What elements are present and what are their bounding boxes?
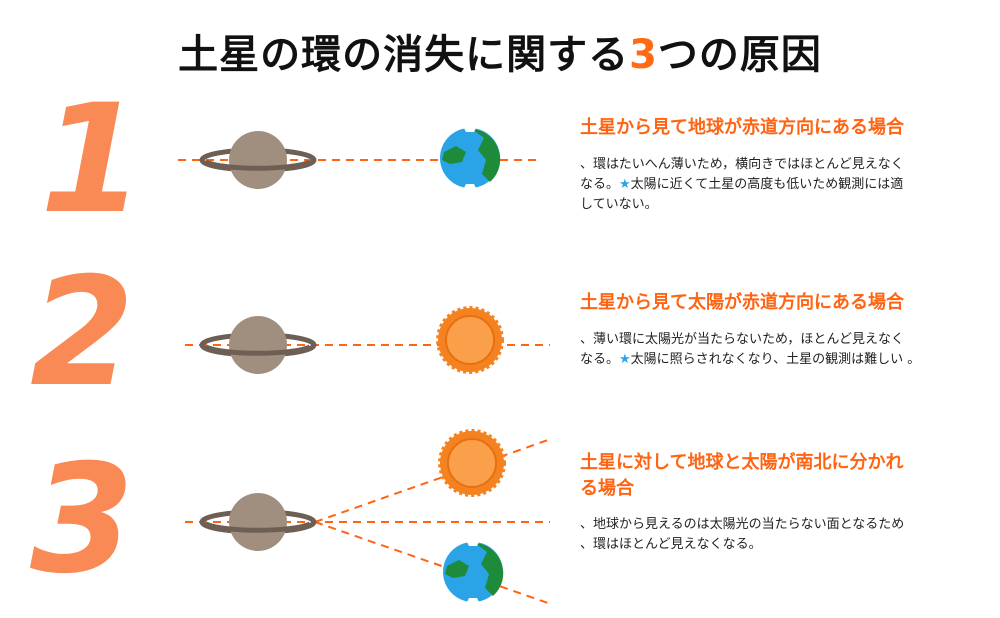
- case-number-1: 1: [40, 73, 145, 247]
- earth-icon-1: [440, 128, 501, 188]
- case-number-2: 2: [30, 246, 135, 420]
- sun-icon-3: [438, 429, 506, 497]
- case-1-heading: 土星から見て地球が赤道方向にある場合: [580, 117, 904, 138]
- sun-icon-2: [436, 306, 504, 374]
- star-icon: ★: [619, 177, 631, 192]
- earth-icon-3: [443, 542, 504, 602]
- case-2-heading: 土星から見て太陽が赤道方向にある場合: [580, 292, 904, 313]
- page-title: 土星の環の消失に関する3つの原因: [178, 32, 822, 78]
- case-number-3: 3: [30, 433, 135, 607]
- case-3-description: 、地球から見えるのは太陽光の当たらない面となるため 、環はほとんど見えなくなる。: [580, 517, 905, 552]
- case-1-description: 、環はたいへん薄いため，横向きではほとんど見えなく なる。★太陽に近くて土星の高…: [580, 157, 904, 212]
- case-2-description: 、薄い環に太陽光が当たらないため，ほとんど見えなく なる。★太陽に照らされなくな…: [580, 332, 921, 367]
- star-icon: ★: [619, 352, 631, 367]
- sun-direction-line-3: [314, 439, 549, 523]
- earth-direction-line-3: [314, 521, 549, 604]
- case-3-heading: 土星に対して地球と太陽が南北に分かれ る場合: [580, 452, 904, 499]
